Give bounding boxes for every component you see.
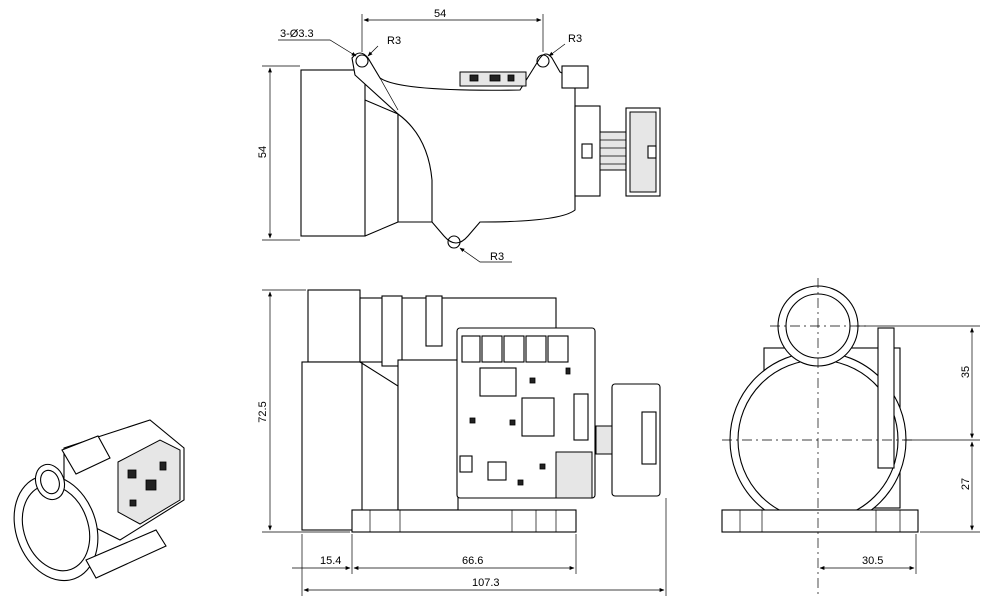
top-view — [262, 14, 661, 263]
radius-label-a: R3 — [387, 35, 401, 47]
side-view — [721, 278, 980, 594]
radius-label-b: R3 — [568, 33, 582, 45]
hole-spec-label: 3-Ø3.3 — [280, 28, 314, 40]
top-height-label: 54 — [257, 146, 269, 158]
side-lower-label: 27 — [960, 478, 972, 490]
front-body-label: 66.6 — [462, 555, 483, 567]
top-width-label: 54 — [434, 8, 446, 20]
side-base-label: 30.5 — [862, 555, 883, 567]
front-offset-label: 15.4 — [320, 555, 341, 567]
radius-label-c: R3 — [490, 251, 504, 263]
isometric-view — [13, 419, 185, 582]
front-height-label: 72.5 — [257, 401, 269, 422]
front-total-label: 107.3 — [472, 577, 500, 589]
side-upper-label: 35 — [960, 366, 972, 378]
dimension-labels: 54 54 3-Ø3.3 R3 R3 R3 72.5 15.4 66.6 107… — [257, 8, 972, 589]
front-view — [262, 289, 667, 596]
